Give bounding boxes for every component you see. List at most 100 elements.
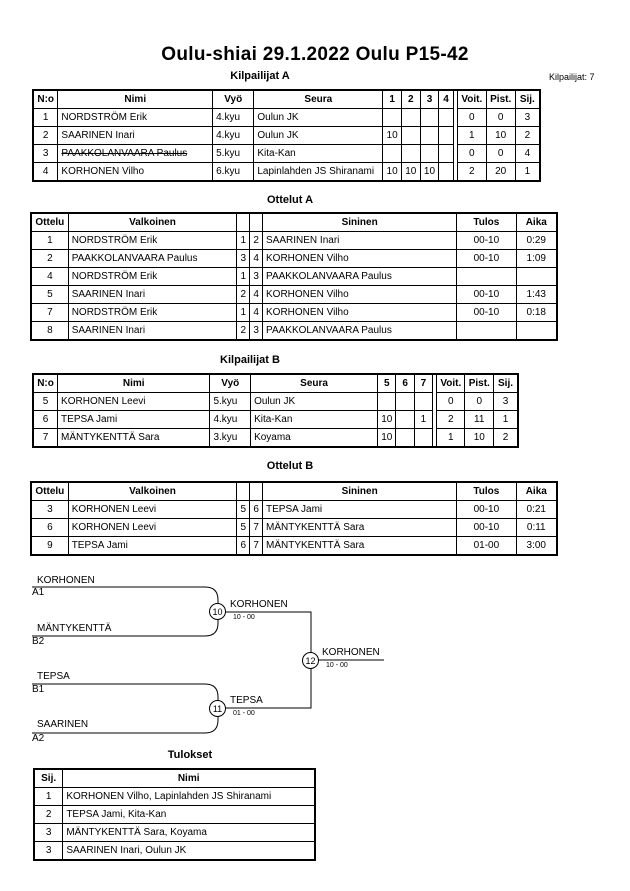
cell-match: 7 [30, 303, 69, 322]
cell-white: TEPSA Jami [67, 536, 238, 556]
results-table: Sij. Nimi 1 KORHONEN Vilho, Lapinlahden … [33, 768, 316, 861]
cell-points: 0 [485, 144, 516, 163]
cell-club: Kita-Kan [253, 144, 384, 163]
matches-a-title: Ottelut A [266, 194, 314, 206]
cell-result [456, 321, 517, 341]
cell-club: Kita-Kan [250, 410, 379, 429]
cell-wins: 1 [436, 428, 466, 448]
competitors-b-title: Kilpailijat B [220, 354, 280, 366]
table-header-row: Ottelu Valkoinen Sininen Tulos Aika [30, 481, 558, 501]
table-header-row: Ottelu Valkoinen Sininen Tulos Aika [30, 212, 558, 232]
cell-name: KORHONEN Vilho, Lapinlahden JS Shiranami [62, 787, 316, 806]
matches-b-table: Ottelu Valkoinen Sininen Tulos Aika 3 KO… [30, 481, 558, 556]
bracket-entrant-seed: A2 [32, 733, 45, 744]
bracket-line [218, 611, 312, 661]
bracket-entrant-name: SAARINEN [37, 719, 89, 730]
table-row: 5 SAARINEN Inari 2 4 KORHONEN Vilho 00-1… [30, 285, 558, 304]
competitors-a-table: N:o Nimi Vyö Seura 1 2 3 4 Voit. Pist. S… [32, 89, 541, 182]
table-row: 6 KORHONEN Leevi 5 7 MÄNTYKENTTÄ Sara 00… [30, 518, 558, 537]
cell-blue: MÄNTYKENTTÄ Sara [262, 518, 458, 537]
cell-gap [452, 108, 458, 127]
cell-belt: 6.kyu [212, 162, 255, 182]
table-row: 9 TEPSA Jami 6 7 MÄNTYKENTTÄ Sara 01-00 … [30, 536, 558, 556]
col-header: Sij. [33, 768, 64, 788]
table-row: 3 MÄNTYKENTTÄ Sara, Koyama [33, 823, 316, 842]
competitors-a-title: Kilpailijat A [230, 70, 290, 82]
bracket-entrant-name: TEPSA [37, 671, 70, 682]
table-row: 7 NORDSTRÖM Erik 1 4 KORHONEN Vilho 00-1… [30, 303, 558, 322]
cell-rank: 4 [514, 144, 541, 163]
table-row: 3 PAAKKOLANVAARA Paulus 5.kyu Kita-Kan 0… [32, 144, 541, 163]
bracket-entrant-name: MÄNTYKENTTÄ [37, 623, 112, 634]
cell-score: 10 [377, 410, 397, 429]
cell-result: 00-10 [456, 518, 517, 537]
matches-a-table: Ottelu Valkoinen Sininen Tulos Aika 1 NO… [30, 212, 558, 341]
bracket-match-node: 11 [209, 700, 226, 717]
bracket-score: 10 - 00 [326, 662, 348, 669]
table-row: 3 SAARINEN Inari, Oulun JK [33, 841, 316, 861]
cell-white: KORHONEN Leevi [67, 518, 238, 537]
bracket-match-node: 12 [302, 652, 319, 669]
bracket-winner-name: KORHONEN [230, 599, 288, 610]
cell-time: 0:18 [515, 303, 558, 322]
cell-time: 0:11 [515, 518, 558, 537]
cell-name: MÄNTYKENTTÄ Sara, Koyama [62, 823, 316, 842]
table-row: 8 SAARINEN Inari 2 3 PAAKKOLANVAARA Paul… [30, 321, 558, 341]
table-row: 6 TEPSA Jami 4.kyu Kita-Kan 10 1 2 11 1 [32, 410, 519, 429]
cell-gap [452, 126, 458, 145]
bracket-score: 10 - 00 [233, 614, 255, 621]
cell-blue-no: 7 [249, 518, 264, 537]
cell-time [515, 321, 558, 341]
cell-belt: 4.kyu [209, 410, 252, 429]
bracket-winner-name: TEPSA [230, 695, 263, 706]
cell-white: NORDSTRÖM Erik [67, 303, 238, 322]
bracket-line [218, 660, 312, 709]
competitor-count: Kilpailijat: 7 [549, 72, 595, 82]
competitors-b-table: N:o Nimi Vyö Seura 5 6 7 Voit. Pist. Sij… [32, 373, 519, 448]
cell-score: 10 [419, 162, 440, 182]
cell-rank: 2 [493, 428, 519, 448]
cell-white: SAARINEN Inari [67, 321, 238, 341]
cell-rank: 3 [33, 841, 64, 861]
matches-b-title: Ottelut B [266, 460, 314, 472]
cell-name: MÄNTYKENTTÄ Sara [57, 428, 211, 448]
cell-match: 6 [30, 518, 69, 537]
cell-blue: KORHONEN Vilho [262, 303, 458, 322]
cell-score: 10 [377, 428, 397, 448]
cell-time: 3:00 [515, 536, 558, 556]
bracket-entrant-seed: A1 [32, 587, 45, 598]
table-header-row: N:o Nimi Vyö Seura 5 6 7 Voit. Pist. Sij… [32, 373, 519, 393]
cell-name: SAARINEN Inari, Oulun JK [62, 841, 316, 861]
table-row: 7 MÄNTYKENTTÄ Sara 3.kyu Koyama 10 1 10 … [32, 428, 519, 448]
cell-name: TEPSA Jami [57, 410, 211, 429]
cell-wins: 2 [436, 410, 466, 429]
bracket-entrant-seed: B2 [32, 636, 45, 647]
cell-blue-no: 7 [249, 536, 264, 556]
bracket-winner-name: KORHONEN [322, 647, 380, 658]
cell-rank: 1 [493, 410, 519, 429]
col-gap [432, 374, 438, 393]
page-title: Oulu-shiai 29.1.2022 Oulu P15-42 [161, 44, 469, 65]
table-row: 2 SAARINEN Inari 4.kyu Oulun JK 10 1 10 … [32, 126, 541, 145]
col-gap [452, 90, 458, 109]
cell-match: 8 [30, 321, 69, 341]
cell-rank: 1 [33, 787, 64, 806]
cell-club: Lapinlahden JS Shiranami [253, 162, 384, 182]
cell-rank: 1 [514, 162, 541, 182]
cell-gap [432, 428, 438, 447]
cell-gap [432, 410, 438, 429]
bracket-entrant-name: KORHONEN [37, 575, 95, 586]
cell-result: 01-00 [456, 536, 517, 556]
cell-rank: 2 [33, 805, 64, 824]
results-title: Tulokset [167, 749, 213, 761]
table-row: 4 KORHONEN Vilho 6.kyu Lapinlahden JS Sh… [32, 162, 541, 182]
bracket-score: 01 - 00 [233, 710, 255, 717]
cell-result: 00-10 [456, 303, 517, 322]
col-header: Sij. [493, 373, 519, 393]
cell-points: 20 [485, 162, 516, 182]
cell-blue-no: 4 [249, 303, 264, 322]
table-header-row: Sij. Nimi [33, 768, 316, 788]
cell-name: TEPSA Jami, Kita-Kan [62, 805, 316, 824]
table-row: 2 TEPSA Jami, Kita-Kan [33, 805, 316, 824]
